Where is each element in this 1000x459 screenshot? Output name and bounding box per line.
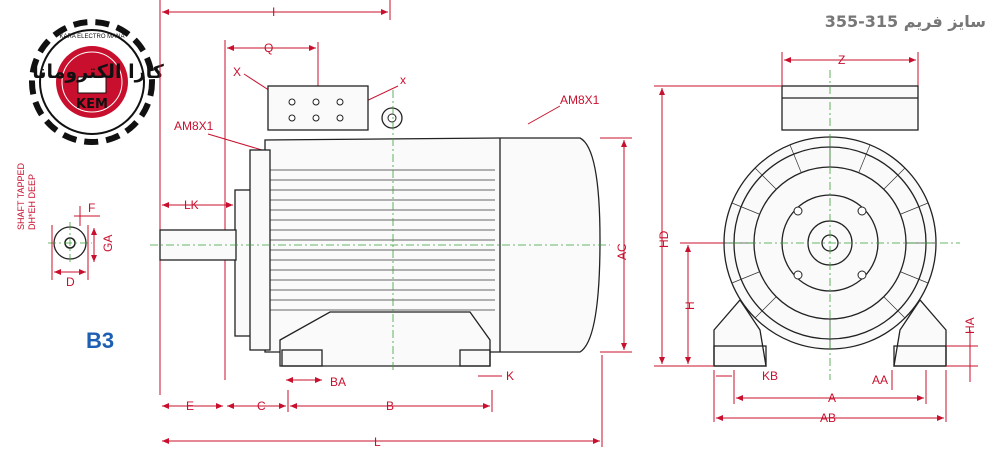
side-view: I Q X x AM8X1 AM8X1 <box>150 0 632 449</box>
dim-AM8X1-left: AM8X1 <box>174 119 214 133</box>
dim-H: H <box>683 301 697 310</box>
dim-AC: AC <box>615 243 629 260</box>
mounting-variant-label: B3 <box>86 328 115 353</box>
dim-F: F <box>88 201 95 215</box>
dim-Q: Q <box>264 41 273 55</box>
dim-X: X <box>233 65 241 79</box>
dim-K: K <box>506 369 514 383</box>
dim-B: B <box>386 399 394 413</box>
dim-I: I <box>272 5 275 19</box>
logo-brand-fa: کارا الکترومانا <box>32 61 164 83</box>
dim-AA: AA <box>872 373 888 387</box>
dim-BA: BA <box>330 375 346 389</box>
logo-abbr: KEM <box>76 97 108 112</box>
frame-size-title: سایز فریم 315-355 <box>824 12 986 31</box>
shaft-note-2: DH*EH DEEP <box>27 174 37 230</box>
dim-C: C <box>257 399 266 413</box>
logo-brand-en: KARA ELECTRO MANA <box>59 34 124 40</box>
dim-D: D <box>66 275 75 289</box>
dim-A: A <box>828 391 836 405</box>
dim-L: L <box>374 435 381 449</box>
dim-HD: HD <box>657 230 671 248</box>
dim-Z: Z <box>838 53 845 67</box>
dim-HA: HA <box>963 317 977 334</box>
dim-GA: GA <box>101 235 115 252</box>
company-logo: KARA ELECTRO MANA کارا الکترومانا KEM <box>29 19 165 145</box>
shaft-detail: SHAFT TAPPED DH*EH DEEP D F GA <box>16 162 115 289</box>
dim-E: E <box>186 399 194 413</box>
dim-KB: KB <box>762 369 778 383</box>
gear-icon <box>29 19 155 145</box>
dim-AM8X1-right: AM8X1 <box>560 93 600 107</box>
dim-x: x <box>400 73 406 87</box>
shaft-note-1: SHAFT TAPPED <box>16 162 26 230</box>
dim-AB: AB <box>820 411 836 425</box>
front-view: Z <box>654 52 978 425</box>
dim-LK: LK <box>184 198 199 212</box>
